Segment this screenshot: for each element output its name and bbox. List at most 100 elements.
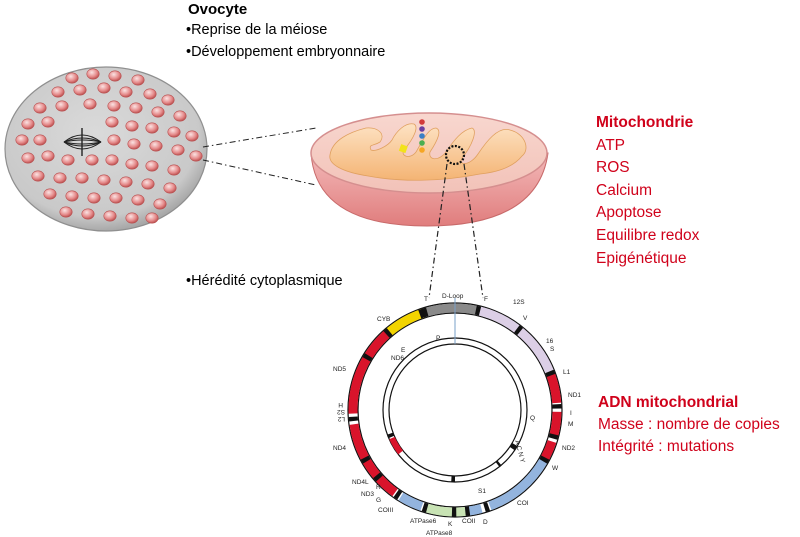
oocyte-dot [163, 182, 177, 194]
oocyte-dot [61, 154, 75, 166]
gene-segment [464, 506, 471, 516]
oocyte-dot [141, 178, 155, 190]
oocyte-dot [65, 190, 79, 202]
oocyte-dot [149, 140, 163, 152]
oocyte-dot [119, 86, 133, 98]
gene-segment [509, 442, 518, 451]
gene-segment [488, 458, 548, 511]
mitochondria-title: Mitochondrie [596, 114, 694, 131]
gene-arcs-outer [348, 303, 562, 517]
label-coiii: COIII [378, 507, 393, 514]
oocyte-dot [151, 106, 165, 118]
label-w: W [552, 465, 559, 472]
oocyte-dot [109, 192, 123, 204]
mtdna-title: ADN mitochondrial [598, 394, 739, 411]
gene-arcs-inner [387, 432, 518, 482]
label-cyb: CYB [377, 316, 390, 323]
gene-segment [474, 305, 482, 316]
mito-item-calcium: Calcium [596, 181, 652, 199]
gene-segment [360, 455, 371, 464]
mitochondrion-illustration [310, 112, 549, 227]
label-r: R [376, 484, 381, 491]
oocyte-dot [145, 122, 159, 134]
oocyte-dot [41, 116, 55, 128]
label-f: F [484, 296, 488, 303]
label-s2: S2 [337, 408, 345, 415]
oocyte-cell [4, 66, 208, 232]
gene-segment [468, 504, 483, 516]
label-nd4l: ND4L [352, 479, 369, 486]
label-nd1: ND1 [568, 392, 581, 399]
label-v: V [523, 315, 528, 322]
oocyte-dot [15, 134, 29, 146]
mito-item-apoptose: Apoptose [596, 204, 662, 222]
oocyte-dot [51, 86, 65, 98]
label-nd6: ND6 [391, 355, 404, 362]
gene-segment [425, 503, 454, 517]
oocyte-dot [41, 150, 55, 162]
oocyte-dot [189, 150, 203, 162]
oocyte-dot [97, 174, 111, 186]
oocyte-dot [55, 100, 69, 112]
oocyte-dot [53, 172, 67, 184]
oocyte-mitochondria-dots [15, 68, 203, 224]
label-t: T [424, 296, 428, 303]
oocyte-dot [103, 210, 117, 222]
oocyte-dot [129, 102, 143, 114]
gene-segment [549, 411, 562, 436]
label-atpase6: ATPase6 [410, 518, 437, 525]
label-16s: S [550, 346, 555, 353]
oocyte-dot [131, 74, 145, 86]
oocyte-dot [85, 154, 99, 166]
oocyte-dot [33, 134, 47, 146]
oocyte-dot [161, 94, 175, 106]
label-p: P [436, 335, 440, 342]
label-coi: COI [517, 500, 529, 507]
oocyte-dot [127, 138, 141, 150]
gene-segment [454, 506, 467, 517]
oocyte-dot [105, 154, 119, 166]
gene-segment [393, 489, 403, 500]
oocyte-dot [105, 116, 119, 128]
gene-segment [348, 356, 371, 414]
label-coii: COII [462, 518, 476, 525]
oocyte-dot [65, 72, 79, 84]
gene-segment [349, 423, 369, 460]
oocyte-dot [21, 152, 35, 164]
gene-segment [364, 330, 390, 359]
mitochondria-list: Mitochondrie ATP ROS Calcium Apoptose Eq… [596, 112, 699, 270]
oocyte-dot [107, 100, 121, 112]
oocyte-bullet-development: •Développement embryonnaire [186, 44, 386, 60]
label-dloop: D-Loop [442, 293, 464, 300]
label-12s: 12S [513, 299, 525, 306]
oocyte-dot [21, 118, 35, 130]
gene-segment [514, 325, 524, 335]
gene-segment [516, 327, 554, 374]
gene-segment [545, 369, 556, 377]
oocyte-dot [59, 206, 73, 218]
gene-segment [495, 460, 502, 467]
oocyte-dot [107, 134, 121, 146]
gene-segment [387, 432, 395, 439]
mtdna-item-integrity: Intégrité : mutations [598, 438, 735, 455]
meiotic-spindle-icon [63, 128, 102, 156]
label-i: I [570, 410, 572, 417]
zoom-connector-lines [202, 127, 317, 186]
label-nd5: ND5 [333, 366, 346, 373]
label-d: D [483, 519, 488, 526]
gene-segment [389, 436, 404, 455]
oocyte-dot [145, 212, 159, 224]
oocyte-dot [153, 198, 167, 210]
gene-segment [386, 308, 425, 336]
mito-item-atp: ATP [596, 136, 625, 154]
oocyte-dot [33, 102, 47, 114]
heredity-bullet: •Hérédité cytoplasmique [186, 273, 343, 289]
oocyte-dot [73, 84, 87, 96]
label-e: E [401, 347, 406, 354]
oocyte-dot [171, 144, 185, 156]
oocyte-dot [145, 160, 159, 172]
oocyte-dot [167, 126, 181, 138]
label-k: K [448, 521, 453, 528]
gene-segment [478, 306, 521, 334]
